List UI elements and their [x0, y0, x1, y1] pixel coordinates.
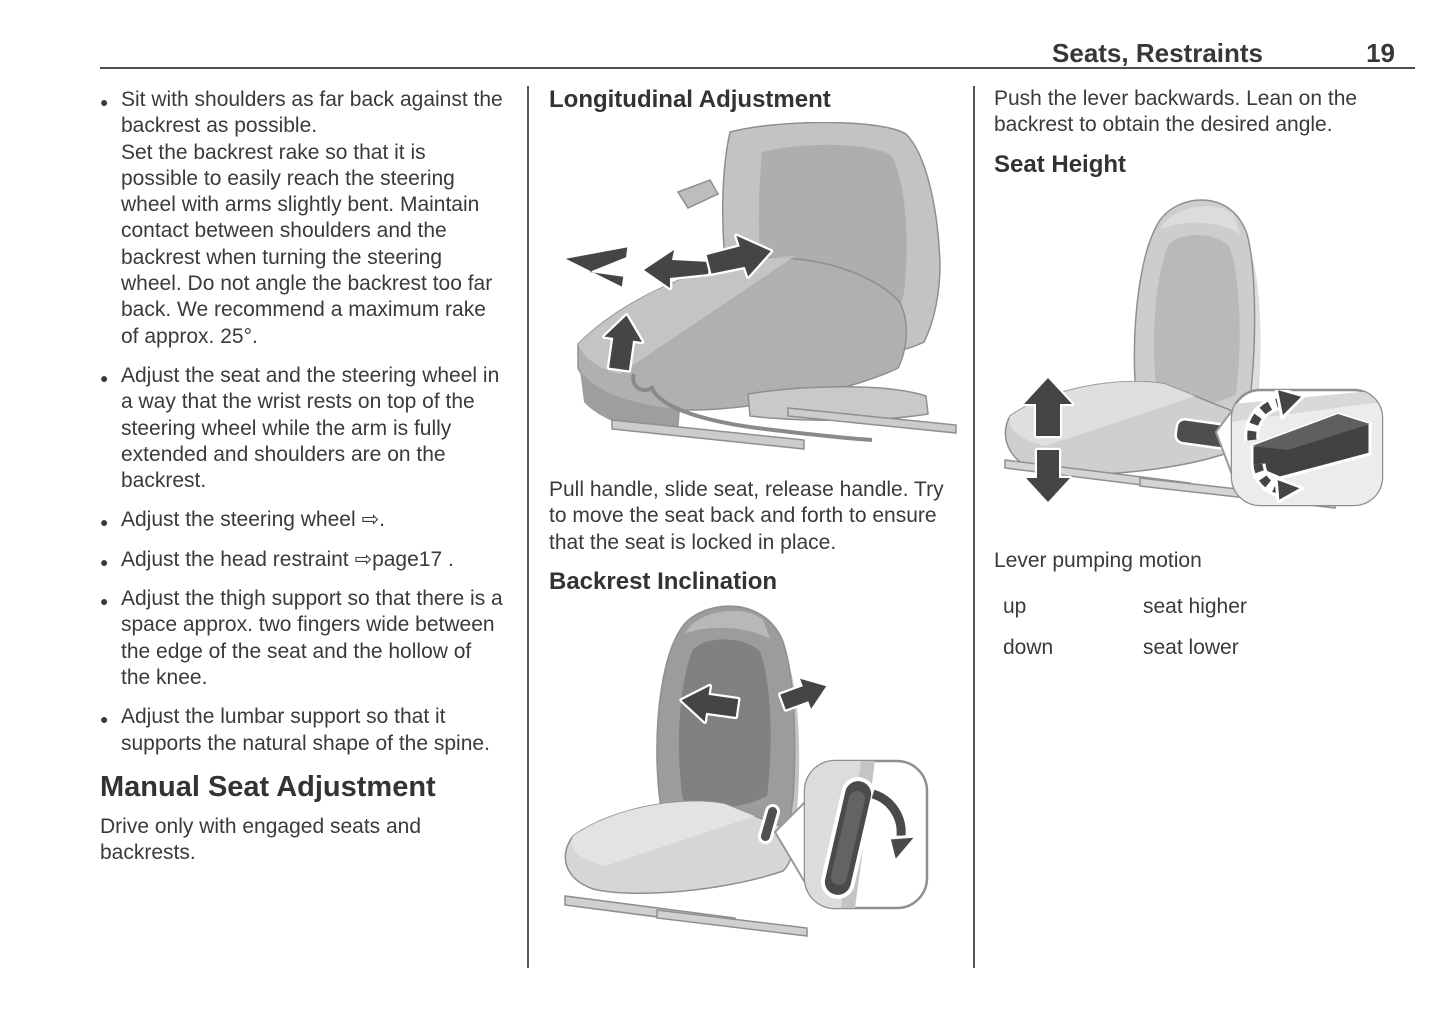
pump-lever-top	[1252, 414, 1370, 450]
curved-arrow-head	[887, 834, 919, 864]
seat-longitudinal-illustration	[563, 121, 957, 450]
arrow-up-icon	[602, 313, 645, 373]
arrow-backward-icon	[563, 245, 630, 289]
seat-rail-left	[611, 419, 805, 450]
table-term: up	[1003, 595, 1027, 618]
column-divider-2	[973, 86, 975, 968]
left-column: Sit with shoulders as far back against t…	[100, 87, 506, 866]
table-term: down	[1003, 636, 1054, 660]
pull-handle	[631, 373, 873, 442]
seat-backrest-panel	[678, 639, 771, 808]
longitudinal-adjustment-figure	[560, 121, 965, 467]
seat-height-illustration	[1004, 199, 1384, 509]
lever-inset-content	[1232, 390, 1382, 505]
seat-headrest	[1160, 205, 1240, 234]
recline-lever-detail	[820, 777, 876, 899]
page-number: 19	[1366, 38, 1395, 68]
list-item: Sit with shoulders as far back against t…	[100, 87, 506, 350]
backrest-push-paragraph: Push the lever backwards. Lean on the ba…	[994, 87, 1358, 137]
list-item: Adjust the head restraint ⇨page17 .	[100, 547, 506, 576]
list-item: Adjust the seat and the steering wheel i…	[100, 363, 506, 494]
column-divider-1	[527, 86, 529, 968]
header-rule	[100, 67, 1415, 69]
backrest-inclination-figure	[545, 598, 965, 945]
seat-backrest-illustration	[564, 605, 929, 937]
list-item: Adjust the thigh support so that there i…	[100, 586, 506, 691]
seat-backrest-panel	[1153, 234, 1240, 406]
table-definition: seat higher	[1143, 595, 1247, 618]
list-item: Adjust the steering wheel ⇨.	[100, 507, 506, 536]
manual-seat-paragraph: Drive only with engaged seats and backre…	[100, 814, 422, 865]
seat-rail-right	[787, 407, 957, 434]
heading-backrest-inclination: Backrest Inclination	[549, 568, 778, 595]
curved-arrow-down-head	[1274, 476, 1305, 504]
seat-cushion-front	[580, 370, 680, 436]
arrow-down-icon	[1023, 447, 1073, 505]
longitudinal-paragraph: Pull handle, slide seat, release handle.…	[549, 478, 944, 554]
arrow-left-icon	[679, 683, 741, 724]
seat-cushion-highlight	[571, 801, 755, 866]
table-definition: seat lower	[1143, 636, 1239, 660]
page-title: Seats, Restraints	[1052, 38, 1263, 68]
lever-motion-table: up seat higher down seat lower	[1003, 594, 1403, 662]
curved-arrow-up-icon	[1247, 397, 1284, 441]
section-heading-manual-seat-adjustment: Manual Seat Adjustment	[100, 770, 436, 803]
arrow-right-icon	[778, 676, 829, 712]
lever-inset-content	[805, 761, 919, 908]
curved-arrow-icon	[871, 789, 906, 837]
curved-arrow-up-head	[1274, 390, 1306, 420]
lever-pumping-caption: Lever pumping motion	[994, 549, 1202, 572]
seat-rail-right	[656, 909, 808, 937]
seat-height-figure	[990, 188, 1402, 541]
list-item: Adjust the lumbar support so that it sup…	[100, 704, 506, 757]
recline-knob	[676, 179, 720, 209]
seat-headrest	[685, 610, 770, 639]
adjustment-bullet-list: Sit with shoulders as far back against t…	[100, 87, 506, 757]
arrow-up-icon	[1021, 375, 1075, 439]
heading-longitudinal-adjustment: Longitudinal Adjustment	[549, 86, 831, 113]
arrow-backward-icon	[641, 247, 713, 291]
heading-seat-height: Seat Height	[994, 151, 1127, 178]
recline-lever	[757, 804, 781, 844]
arrow-forward-icon	[704, 233, 774, 279]
